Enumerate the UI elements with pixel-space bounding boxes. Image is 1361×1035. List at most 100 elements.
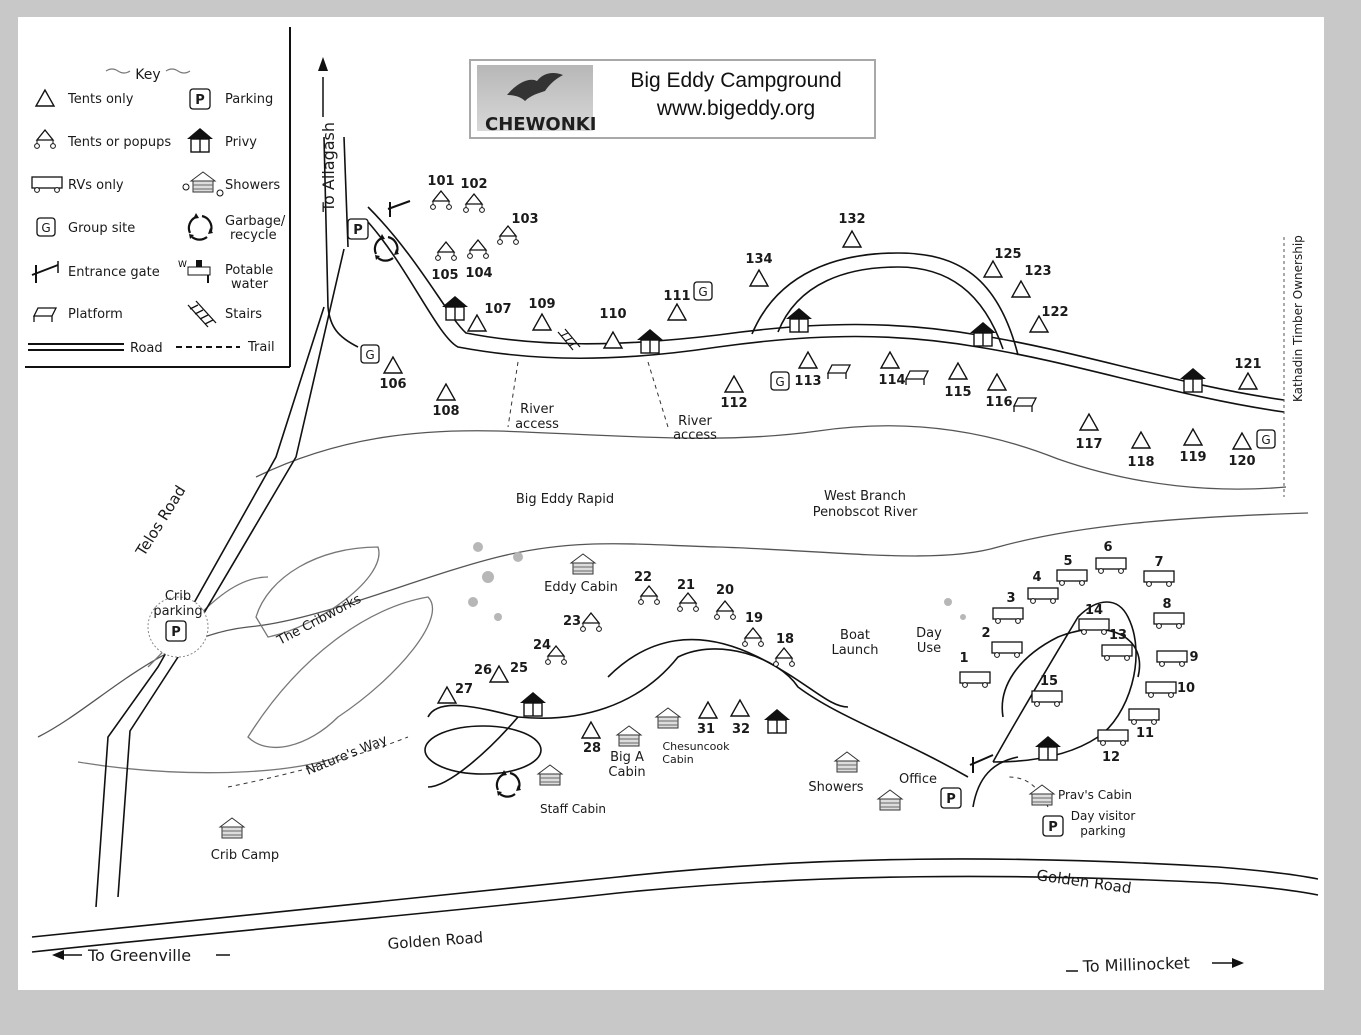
stairs-icon (187, 300, 217, 328)
site-114: 114 (878, 373, 905, 388)
entrance-gate-icon (387, 200, 411, 217)
site-23: 23 (563, 614, 581, 629)
key-water-2: water (231, 277, 269, 292)
site-5: 5 (1063, 554, 1072, 569)
platform-icon (1013, 397, 1037, 413)
privy-icon (969, 321, 997, 347)
key-title: Key (135, 67, 160, 83)
golden-road-right-label: Golden Road (1035, 866, 1132, 897)
boat-launch-label: Launch (831, 643, 878, 658)
office-cabin-icon (877, 789, 903, 811)
river-access-label: access (673, 428, 717, 443)
site-31: 31 (697, 722, 715, 737)
key-road: Road (130, 341, 163, 356)
kathadin-timber-label: Kathadin Timber Ownership (1291, 235, 1305, 402)
site-26: 26 (474, 663, 492, 678)
site-132: 132 (838, 212, 865, 227)
big-eddy-rapid-label: Big Eddy Rapid (516, 492, 614, 507)
privy-icon (186, 127, 214, 153)
site-125: 125 (994, 247, 1021, 262)
popup-site-icon (637, 585, 661, 606)
entrance-gate-icon (31, 261, 59, 283)
river-banks (37, 425, 1309, 774)
site-117: 117 (1075, 437, 1102, 452)
popup-site-icon (466, 239, 490, 260)
key-flourish-left (105, 68, 131, 74)
website-url[interactable]: www.bigeddy.org (656, 97, 816, 120)
site-118: 118 (1127, 455, 1154, 470)
river-access-label: access (515, 417, 559, 432)
eagle-icon (507, 73, 563, 101)
big-a-cabin-label: Big A (610, 750, 644, 765)
boat-launch-label: Boat (840, 628, 870, 643)
key-parking: Parking (225, 92, 273, 107)
site-113: 113 (794, 374, 821, 389)
tent-site-icon (437, 686, 457, 704)
site-27: 27 (455, 682, 473, 697)
site-112: 112 (720, 396, 747, 411)
tent-site-icon (1238, 372, 1258, 390)
site-119: 119 (1179, 450, 1206, 465)
site-14: 14 (1085, 603, 1103, 618)
site-22: 22 (634, 570, 652, 585)
group-site-icon-letter: G (775, 375, 784, 389)
eddy-cabin-label: Eddy Cabin (544, 580, 618, 595)
svg-text:W: W (178, 260, 187, 270)
tent-site-icon (730, 699, 750, 717)
rv-site-icon (1027, 587, 1059, 605)
showers-building-icon (834, 751, 860, 773)
popup-icon (33, 129, 57, 150)
site-1: 1 (959, 651, 968, 666)
to-greenville-arrow (52, 950, 230, 960)
popup-site-icon (579, 612, 603, 633)
west-branch-label: West Branch (824, 489, 906, 504)
site-120: 120 (1228, 454, 1255, 469)
showers-label: Showers (808, 780, 863, 795)
tent-site-icon (436, 383, 456, 401)
site-108: 108 (432, 404, 459, 419)
crib-camp-label: Crib Camp (211, 848, 279, 863)
tent-site-icon (724, 375, 744, 393)
to-millinocket-arrow (1066, 958, 1244, 972)
tent-site-icon (603, 331, 623, 349)
chesuncook-cabin-label: Chesuncook (663, 740, 731, 753)
tent-site-icon (383, 356, 403, 374)
group-site-icon-letter: G (698, 285, 707, 299)
chesuncook-cabin-label: Cabin (662, 753, 693, 766)
day-use-label: Day (916, 626, 942, 641)
pravs-cabin-label: Prav's Cabin (1058, 788, 1132, 802)
office-label: Office (899, 772, 937, 787)
site-134: 134 (745, 252, 772, 267)
day-use-label: Use (917, 641, 941, 656)
golden-road-bottom-label: Golden Road (387, 928, 484, 953)
site-106: 106 (379, 377, 406, 392)
site-11: 11 (1136, 726, 1154, 741)
rv-site-icon (992, 607, 1024, 625)
header-banner: CHEWONKI Big Eddy Campground www.bigeddy… (469, 59, 876, 139)
popup-site-icon (676, 592, 700, 613)
platform-icon (33, 307, 57, 323)
site-19: 19 (745, 611, 763, 626)
group-site-icon-letter: G (1261, 433, 1270, 447)
big-a-cabin-label: Cabin (608, 765, 645, 780)
west-branch-label: Penobscot River (813, 505, 918, 520)
rv-site-icon (1097, 729, 1129, 747)
site-101: 101 (427, 174, 454, 189)
bank-texture (468, 542, 966, 621)
page-title: Big Eddy Campground (630, 69, 842, 92)
group-site-icon-letter: G (41, 221, 50, 235)
tent-site-icon (489, 665, 509, 683)
group-site-icon-letter: G (365, 348, 374, 362)
crib-parking-label: parking (153, 604, 202, 619)
stairs-icon (557, 328, 581, 351)
site-32: 32 (732, 722, 750, 737)
rv-site-icon (1143, 570, 1175, 588)
tent-site-icon (987, 373, 1007, 391)
chesuncook-cabin-icon (655, 707, 681, 729)
rv-site-icon (1128, 708, 1160, 726)
tent-icon (35, 89, 55, 107)
site-18: 18 (776, 632, 794, 647)
site-12: 12 (1102, 750, 1120, 765)
site-13: 13 (1109, 628, 1127, 643)
key-garbage-2: recycle (230, 228, 277, 243)
